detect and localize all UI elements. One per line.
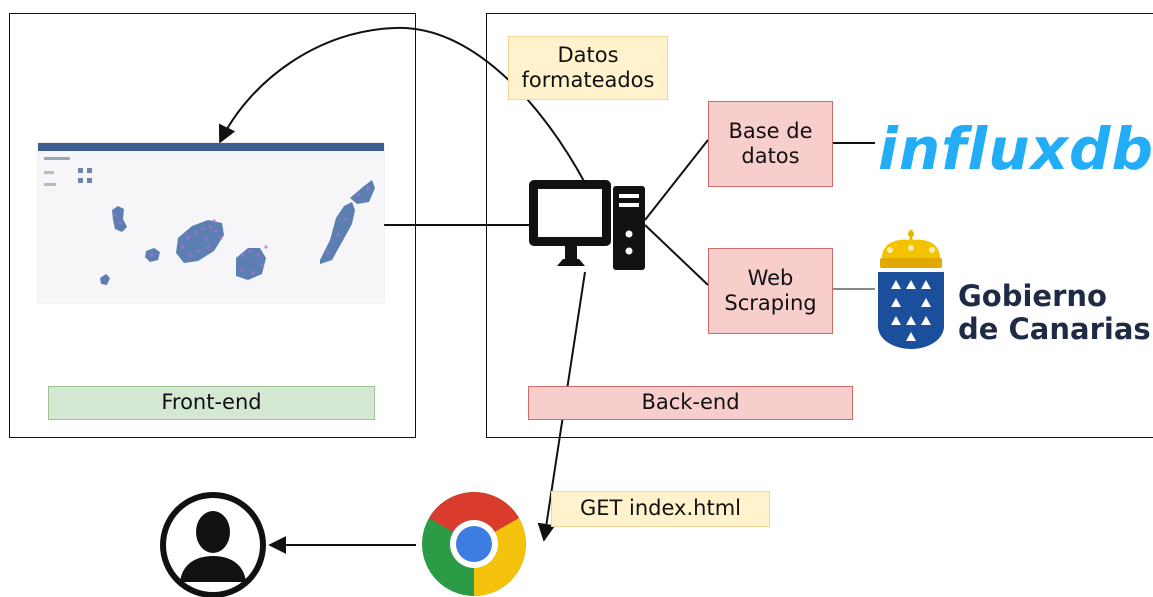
scraping-link-line [644, 224, 709, 286]
map-screenshot-icon [38, 143, 384, 303]
gobierno-line2: de Canarias [958, 312, 1151, 346]
gobierno-line1: Gobierno [958, 279, 1107, 313]
base-de-datos-box: Base de datos [708, 101, 833, 187]
get-index-annotation: GET index.html [551, 491, 770, 527]
data-flow-arrow [218, 26, 586, 184]
web-scraping-box: Web Scraping [708, 248, 833, 334]
gobierno-crest-icon [874, 228, 948, 350]
datos-formateados-annotation: Datos formateados [508, 36, 668, 100]
computer-icon [527, 174, 647, 274]
db-link-line [644, 139, 709, 221]
influxdb-logo: influxdb [878, 115, 1153, 183]
frontend-label: Front-end [48, 386, 375, 420]
backend-label: Back-end [528, 386, 853, 420]
chrome-icon [414, 486, 534, 597]
user-icon [158, 490, 268, 597]
